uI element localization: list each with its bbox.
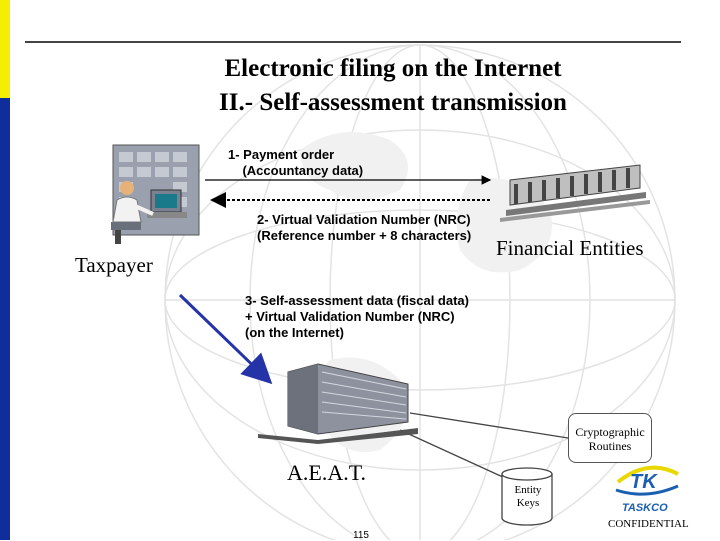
keys-connector	[399, 429, 506, 479]
title-line-1: Electronic filing on the Internet	[224, 55, 562, 82]
self-assessment-arrow	[178, 293, 273, 385]
financial-entities-illustration	[500, 164, 650, 222]
taskco-logo-letters: TK	[630, 471, 658, 493]
crypto-connector	[409, 412, 569, 439]
taskco-logo-text: TASKCO	[622, 502, 668, 514]
step3-label: 3- Self-assessment data (fiscal data) + …	[245, 293, 469, 340]
page-number: 115	[353, 530, 369, 541]
step2-label: 2- Virtual Validation Number (NRC) (Refe…	[257, 212, 472, 243]
entity-keys-cylinder	[501, 467, 553, 526]
taxpayer-illustration	[111, 144, 200, 244]
confidential-label: CONFIDENTIAL	[608, 518, 689, 530]
taskco-logo-mark: TK	[615, 465, 679, 496]
title-line-2: II.- Self-assessment transmission	[219, 89, 567, 116]
aeat-label: A.E.A.T.	[287, 460, 367, 485]
title-rule	[25, 41, 681, 43]
aeat-building-illustration	[258, 363, 418, 444]
step1-label: 1- Payment order (Accountancy data)	[228, 147, 364, 178]
taxpayer-label: Taxpayer	[75, 253, 153, 277]
sidebar-accent	[0, 0, 10, 98]
financial-entities-label: Financial Entities	[496, 236, 644, 260]
sidebar-bar	[0, 0, 10, 540]
entity-keys-label: Entity Keys	[514, 484, 542, 509]
cryptographic-routines-box: Cryptographic Routines	[568, 413, 652, 463]
